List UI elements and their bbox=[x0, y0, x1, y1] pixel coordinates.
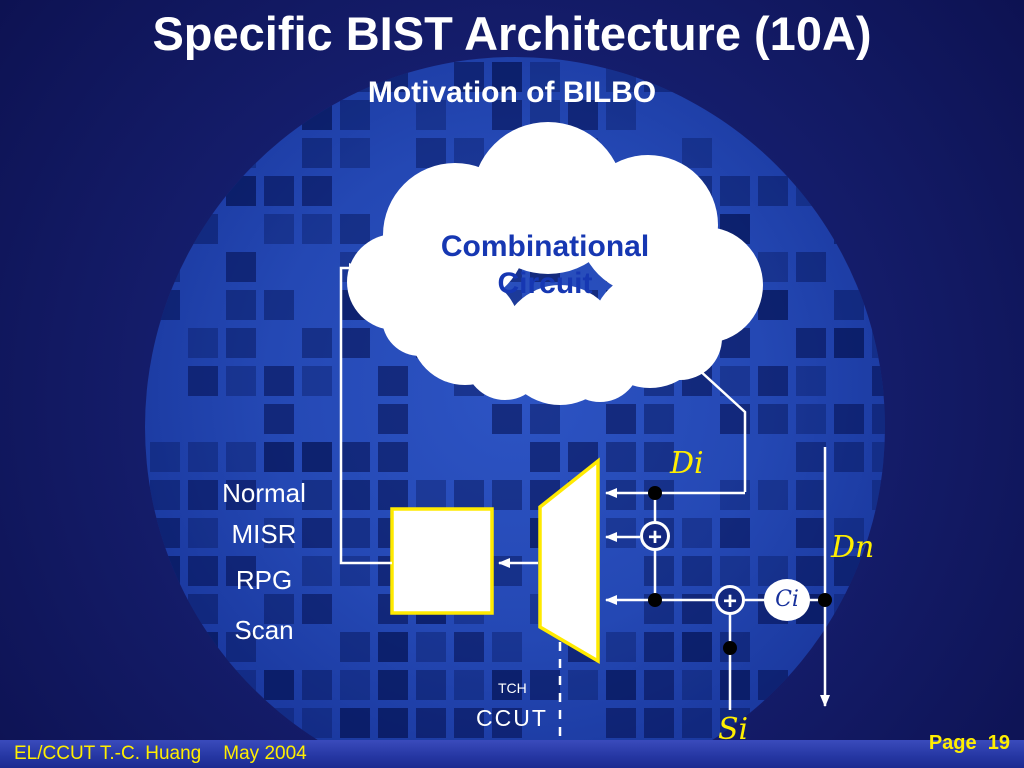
slide-title: Specific BIST Architecture (10A) bbox=[152, 7, 872, 60]
watermark-ccut: CCUT bbox=[476, 705, 548, 731]
cloud-label-line2: Circuit bbox=[497, 267, 593, 300]
xor-gate-1: + bbox=[640, 521, 670, 551]
combinational-circuit-cloud bbox=[347, 122, 763, 405]
footer-author: EL/CCUT T.-C. Huang bbox=[14, 743, 202, 764]
mode-label-misr: MISR bbox=[231, 519, 297, 549]
footer-date: May 2004 bbox=[223, 743, 307, 764]
cloud-label-line1: Combinational bbox=[440, 230, 650, 263]
mode-label-scan: Scan bbox=[234, 615, 294, 645]
junction-dots bbox=[648, 486, 832, 655]
footer-bar: EL/CCUT T.-C. Huang May 2004 bbox=[0, 740, 1024, 768]
signal-label-di: Di bbox=[670, 446, 704, 481]
page-number: Page 19 bbox=[928, 732, 1010, 754]
cloud-output-line bbox=[685, 357, 747, 492]
footer-text: EL/CCUT T.-C. Huang May 2004 bbox=[14, 743, 307, 765]
feedback-line bbox=[339, 263, 392, 565]
mux-trapezoid bbox=[538, 457, 600, 665]
register-box bbox=[390, 507, 494, 615]
mode-label-rpg: RPG bbox=[235, 565, 293, 595]
xor-gate-2: + bbox=[715, 585, 745, 615]
signal-label-dn: Dn bbox=[831, 530, 875, 565]
signal-label-ci: Ci bbox=[764, 579, 810, 621]
mode-label-normal: Normal bbox=[222, 478, 306, 508]
slide-subtitle: Motivation of BILBO bbox=[367, 76, 657, 109]
cloud-label: Combinational Circuit bbox=[395, 228, 695, 302]
watermark-tch: TCH bbox=[498, 680, 527, 696]
